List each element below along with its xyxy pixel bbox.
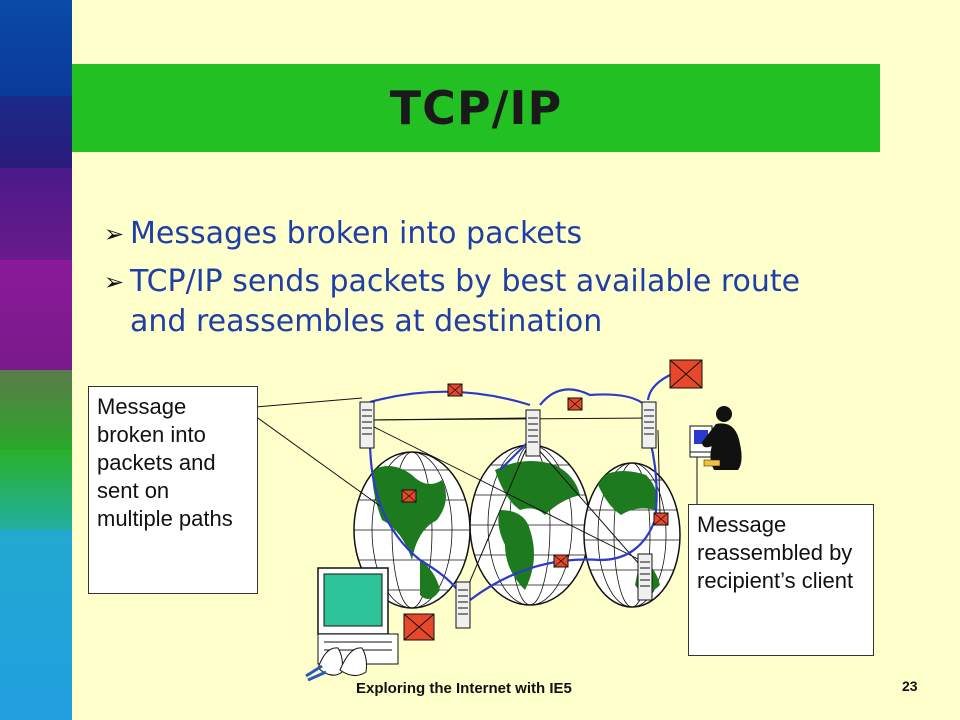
sidebar-stripe: [0, 168, 72, 260]
envelope-icon: [653, 512, 669, 526]
footer-text: Exploring the Internet with IE5: [356, 680, 572, 697]
sidebar-stripe: [0, 370, 72, 450]
envelope-icon: [403, 613, 435, 641]
server-icon: [455, 581, 471, 629]
callout-right: Message reassembled by recipient’s clien…: [688, 504, 874, 656]
computer-icon: [305, 567, 399, 682]
bullet-item: ➢ TCP/IP sends packets by best available…: [104, 262, 864, 342]
envelope-icon: [553, 554, 569, 568]
title-bar: TCP/IP: [72, 64, 880, 152]
envelope-icon: [401, 489, 417, 503]
sidebar-stripe: [0, 530, 72, 720]
globe-icon: [583, 462, 681, 608]
callout-left: Message broken into packets and sent on …: [88, 386, 258, 594]
sidebar-stripe: [0, 96, 72, 168]
server-icon: [637, 553, 653, 601]
envelope-icon: [567, 397, 583, 411]
page-number: 23: [902, 678, 918, 694]
user-at-computer-icon: [689, 406, 742, 470]
bullet-item: ➢ Messages broken into packets: [104, 214, 864, 254]
sidebar-stripe: [0, 0, 72, 96]
envelope-icon: [447, 383, 463, 397]
server-icon: [359, 401, 375, 449]
sidebar-stripe: [0, 260, 72, 370]
envelope-icon: [669, 359, 703, 389]
bullet-text: Messages broken into packets: [130, 216, 583, 251]
sidebar-decoration: [0, 0, 72, 720]
globe-icon: [469, 444, 591, 606]
bullet-list: ➢ Messages broken into packets ➢ TCP/IP …: [104, 214, 864, 350]
server-icon: [641, 401, 657, 449]
connection-lines: [243, 397, 698, 601]
sidebar-stripe: [0, 450, 72, 530]
callout-right-text: Message reassembled by recipient’s clien…: [697, 512, 854, 593]
callout-left-text: Message broken into packets and sent on …: [97, 394, 233, 531]
bullet-arrow-icon: ➢: [104, 220, 125, 248]
server-icon: [525, 409, 541, 457]
bullet-text: TCP/IP sends packets by best available r…: [130, 264, 801, 339]
bullet-arrow-icon: ➢: [104, 268, 125, 296]
slide-title: TCP/IP: [389, 81, 563, 135]
